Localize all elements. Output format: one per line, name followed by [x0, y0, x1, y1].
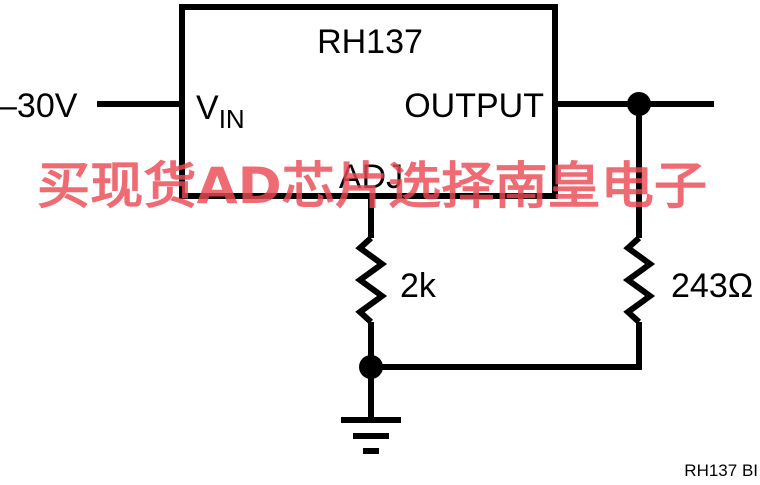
figure-id-label: RH137 BI: [684, 461, 758, 480]
adj-pin-label: ADJ: [339, 158, 403, 196]
vin-pin-main: V: [196, 89, 219, 127]
ground-icon: [341, 417, 401, 454]
output-pin-label: OUTPUT: [404, 87, 544, 125]
watermark-text: 买现货AD芯片选择南皇电子: [37, 157, 707, 215]
resistor-243-ohm-symbol: [622, 235, 656, 325]
vin-pin-subscript: IN: [219, 104, 245, 134]
input-voltage-label: –30V: [0, 87, 78, 125]
resistor-243-ohm-label: 243Ω: [671, 267, 753, 305]
ic-name-label: RH137: [317, 23, 423, 61]
resistor-2k-symbol: [354, 235, 388, 325]
resistor-2k-label: 2k: [400, 267, 437, 305]
vin-pin-label: VIN: [196, 89, 245, 134]
adj-junction-dot: [359, 355, 383, 379]
